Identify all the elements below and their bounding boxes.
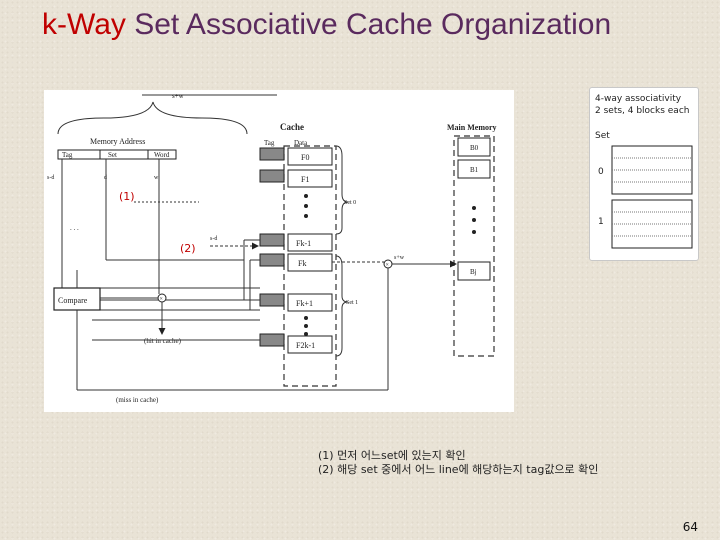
note-2: (2) 해당 set 중에서 어느 line에 해당하는지 tag값으로 확인: [318, 463, 599, 476]
cache-line-fk: Fk: [259, 253, 333, 272]
set-header: Set: [595, 131, 610, 141]
mem-b1: B1: [470, 166, 479, 174]
notes: (1) 먼저 어느set에 있는지 확인 (2) 해당 set 중에서 어느 l…: [318, 449, 598, 477]
hit-gate-x: ×: [160, 297, 163, 303]
title-accent: k-Way: [42, 8, 126, 41]
top-width-label: s+w: [172, 92, 185, 100]
page-number: 64: [682, 520, 698, 534]
compare-box: Compare: [53, 287, 101, 311]
line-f0: F0: [301, 153, 309, 162]
marker-2: (2): [180, 242, 196, 255]
cache-line-f2k-1: F2k-1: [259, 333, 333, 354]
set0-label: Set 0: [344, 200, 356, 206]
cache-title: Cache: [280, 122, 304, 132]
cache-line-f0: F0: [259, 147, 333, 166]
assoc-line1: 4-way associativity: [595, 94, 682, 104]
line-fk-1: Fk-1: [296, 239, 311, 248]
cache-line-f1: F1: [259, 169, 333, 188]
set-1-block: [611, 199, 693, 249]
field-set: Set: [108, 151, 117, 159]
hit-label: (hit in cache): [144, 337, 182, 345]
width-sd: s-d: [47, 175, 54, 181]
line-fk+1: Fk+1: [296, 299, 313, 308]
memory-address-label: Memory Address: [90, 137, 145, 146]
width-w: w: [154, 175, 159, 181]
line-fk: Fk: [298, 259, 306, 268]
miss-label: (miss in cache): [116, 396, 159, 404]
memory-gate-x: ×: [386, 263, 389, 269]
line-f2k-1: F2k-1: [296, 341, 315, 350]
mem-block-b1: B1: [457, 159, 491, 179]
cache-line-fk+1: Fk+1: [259, 293, 333, 312]
field-word: Word: [154, 151, 170, 159]
title-rest: Set Associative Cache Organization: [125, 8, 612, 41]
line-f1: F1: [301, 175, 309, 184]
set1-label: Set 1: [346, 300, 358, 306]
col-tag: Tag: [264, 139, 275, 147]
slide-title: k-Way Set Associative Cache Organization: [42, 8, 611, 42]
assoc-line2: 2 sets, 4 blocks each: [595, 106, 689, 116]
sw-label: s+w: [394, 255, 405, 261]
compare-dots: . . .: [70, 224, 79, 232]
mem-block-bj: Bj: [457, 261, 491, 281]
compare-label: Compare: [58, 296, 88, 305]
width-d: d: [104, 175, 107, 181]
associativity-panel: 4-way associativity 2 sets, 4 blocks eac…: [589, 87, 699, 261]
col-data: Data: [294, 139, 308, 147]
set-0-label: 0: [598, 167, 604, 177]
set-0-block: [611, 145, 693, 195]
marker-1: (1): [119, 190, 135, 203]
set-1-label: 1: [598, 217, 604, 227]
field-tag: Tag: [62, 151, 73, 159]
cache-line-fk-1: Fk-1: [259, 233, 333, 252]
note-1: (1) 먼저 어느set에 있는지 확인: [318, 449, 466, 462]
mem-block-b0: B0: [457, 137, 491, 157]
main-memory-title: Main Memory: [447, 123, 497, 132]
cache-diagram: s+w Memory Address Tag Set Word s-d d w …: [44, 90, 514, 412]
sd-label: s-d: [210, 236, 217, 242]
mem-bj: Bj: [470, 268, 477, 276]
mem-b0: B0: [470, 144, 479, 152]
address-register: Tag Set Word: [57, 149, 177, 160]
